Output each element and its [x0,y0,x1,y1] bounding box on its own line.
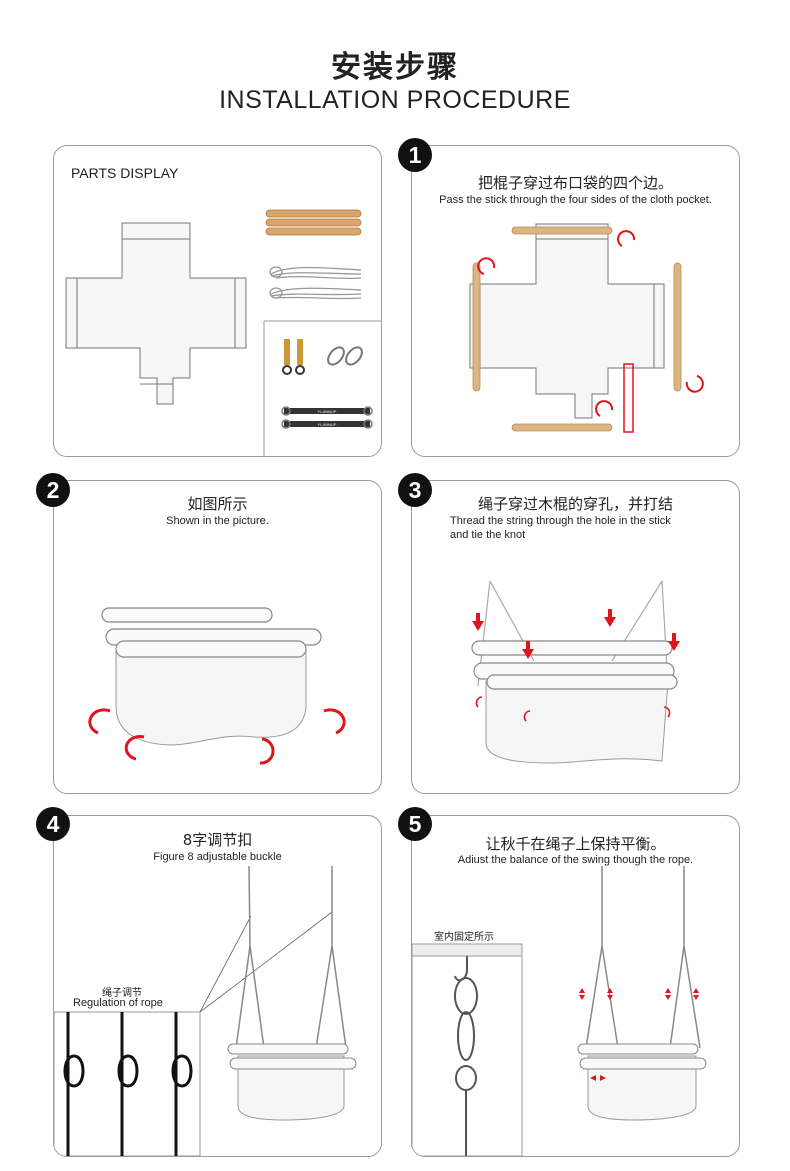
step4-inset-label-cn: 绳子调节 [102,988,142,999]
step1-panel: 把棍子穿过布口袋的四个边。 Pass the stick through the… [411,145,740,457]
wooden-sticks [265,209,362,236]
hanging-straps: YLANNUP YLANNUP [281,406,373,429]
step4-panel: 8字调节扣 Figure 8 adjustable buckle 绳子调节 Re… [53,815,382,1157]
step1-title-cn: 把棍子穿过布口袋的四个边。 [477,174,673,192]
hanging-ropes [585,866,701,1049]
step3-title-cn: 绳子穿过木棍的穿孔，并打结 [477,495,673,513]
adjust-arrows [579,988,699,1081]
step3-title-en-line2: and tie the knot [450,529,526,541]
step1-number-badge: 1 [398,138,432,172]
expansion-bolts [282,339,305,375]
swing-sticks [471,640,678,690]
parts-display-panel: PARTS DISPLAY [53,145,382,457]
page-title-en: INSTALLATION PROCEDURE [219,86,571,114]
rope-loops [63,1012,193,1156]
swing-seat [485,680,669,764]
step2-illustration [88,607,346,765]
pointer-lines [199,911,333,1013]
step5-inset-label-cn: 室内固定所示 [434,932,494,943]
rotate-arrows [477,230,704,417]
swing-seat [237,1055,345,1121]
step4-title-cn: 8字调节扣 [182,831,253,849]
parts-illustration: YLANNUP YLANNUP [65,209,381,456]
swing-sticks [101,607,322,658]
fabric-cross [469,223,665,419]
highlight-box [623,363,634,433]
step5-panel: 让秋千在绳子上保持平衡。 Adiust the balance of the s… [411,815,740,1157]
swing-sticks [577,1043,707,1070]
parts-display-label: PARTS DISPLAY [71,165,179,181]
swing-sticks [227,1043,357,1070]
rotate-arrows [475,696,671,722]
step1-illustration [469,223,704,433]
step3-panel: 绳子穿过木棍的穿孔，并打结 Thread the string through … [411,480,740,794]
step5-illustration [412,866,707,1156]
strap-text-1: YLANNUP [318,409,337,414]
page-title-cn: 安装步骤 [331,50,459,85]
rotate-arrows [88,708,346,765]
step3-illustration [471,580,680,764]
step5-number-badge: 5 [398,807,432,841]
step2-panel: 如图所示 Shown in the picture. [53,480,382,794]
step4-title-en: Figure 8 adjustable buckle [153,851,282,863]
step4-number-badge: 4 [36,807,70,841]
step2-title-cn: 如图所示 [187,495,248,513]
ceiling [412,943,523,957]
swing-seat [115,650,307,746]
strap-text-2: YLANNUP [318,422,337,427]
down-arrows [472,609,680,659]
swing-seat [587,1055,697,1121]
step3-number-badge: 3 [398,473,432,507]
hanging-ropes [235,865,347,1049]
rope-bundles [269,266,362,300]
step4-inset-label-en: Regulation of rope [73,997,163,1009]
step5-title-cn: 让秋千在绳子上保持平衡。 [485,835,666,853]
step4-illustration [54,865,357,1156]
step2-number-badge: 2 [36,473,70,507]
wooden-sticks [472,226,682,432]
fabric-seat-shape [65,222,247,405]
ceiling-hook-chain [454,956,478,1156]
carabiners [327,346,363,366]
step3-title-en-line1: Thread the string through the hole in th… [450,515,671,527]
step5-title-en: Adiust the balance of the swing though t… [457,854,694,866]
step1-title-en: Pass the stick through the four sides of… [439,194,712,206]
step2-title-en: Shown in the picture. [166,515,269,527]
